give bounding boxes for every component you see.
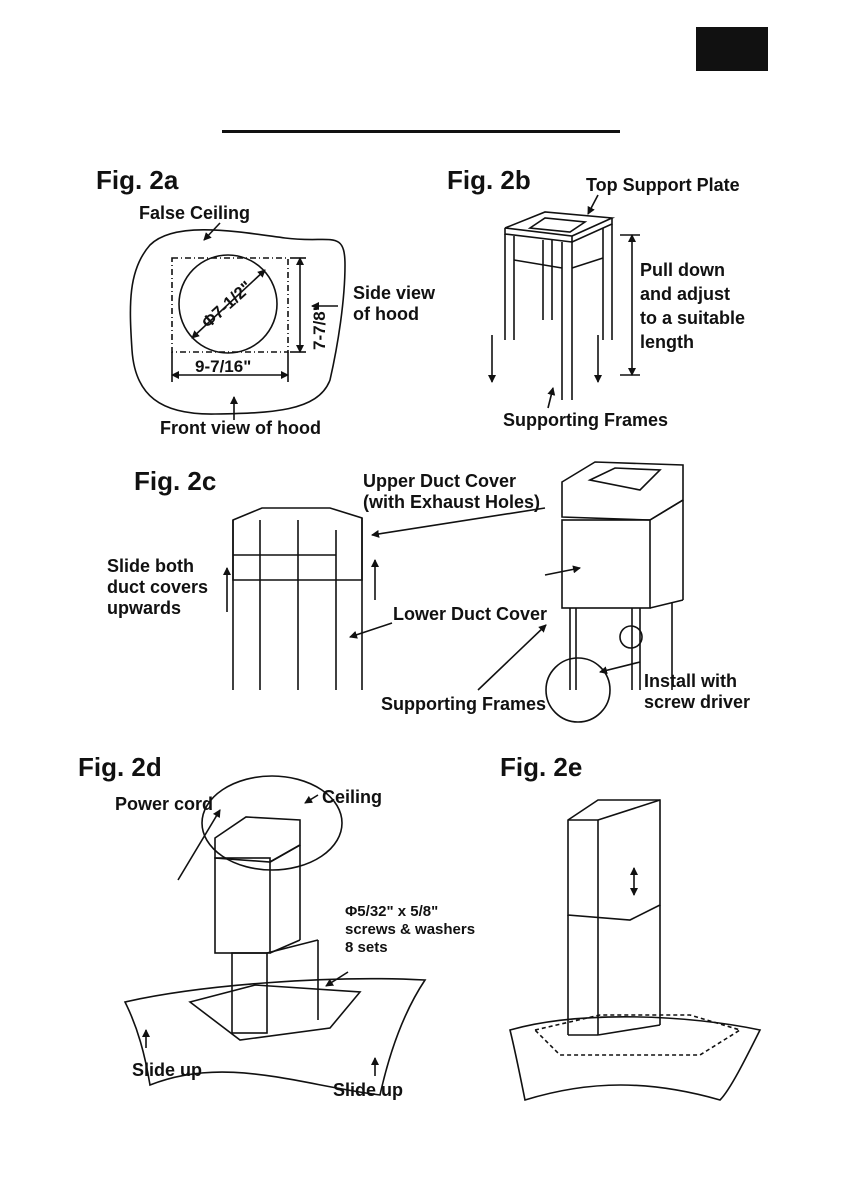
fig2c-drawing <box>223 461 684 723</box>
upper-duct-cover-label: Upper Duct Cover (with Exhaust Holes) <box>363 471 541 512</box>
fig2b-title: Fig. 2b <box>447 165 531 195</box>
slide-both-label: Slide both duct covers upwards <box>107 556 209 618</box>
hood-glass <box>123 977 427 1096</box>
lower-duct-cover-label: Lower Duct Cover <box>393 604 548 624</box>
fig2a-title: Fig. 2a <box>96 165 179 195</box>
fig2d-title: Fig. 2d <box>78 752 162 782</box>
power-cord-label: Power cord <box>115 794 214 814</box>
supporting-frames-label-2b: Supporting Frames <box>503 410 669 430</box>
false-ceiling-label: False Ceiling <box>139 203 251 223</box>
side-view-label: Side view of hood <box>353 283 436 324</box>
fig2c-title: Fig. 2c <box>134 466 217 496</box>
top-support-plate-label: Top Support Plate <box>586 175 740 195</box>
slide-up-left-label: Slide up <box>132 1060 203 1080</box>
section-title-rule <box>222 130 620 133</box>
fig2e-title: Fig. 2e <box>500 752 583 782</box>
duct-circle <box>178 254 278 354</box>
top-plate <box>504 211 616 237</box>
width-dimension: 9-7/16" <box>195 357 252 376</box>
fig2d-drawing <box>123 775 427 1096</box>
fig2a-drawing <box>129 222 346 420</box>
fig2e-drawing <box>509 799 762 1102</box>
cutout-rect <box>171 257 289 353</box>
ceiling-label: Ceiling <box>322 787 383 807</box>
supporting-frames-label-2c: Supporting Frames <box>381 694 547 714</box>
height-dimension: 7-7/8" <box>310 303 329 350</box>
slide-up-right-label: Slide up <box>333 1080 404 1100</box>
page-number-block <box>696 27 768 71</box>
false-ceiling-outline <box>129 229 346 415</box>
screws-label: Φ5/32" x 5/8" screws & washers 8 sets <box>345 903 476 956</box>
pull-down-label: Pull down and adjust to a suitable lengt… <box>640 260 746 352</box>
front-view-label: Front view of hood <box>160 418 321 438</box>
fig2b-drawing <box>488 194 640 409</box>
install-with-label: Install with screw driver <box>644 671 751 712</box>
ceiling-ellipse <box>201 775 343 871</box>
